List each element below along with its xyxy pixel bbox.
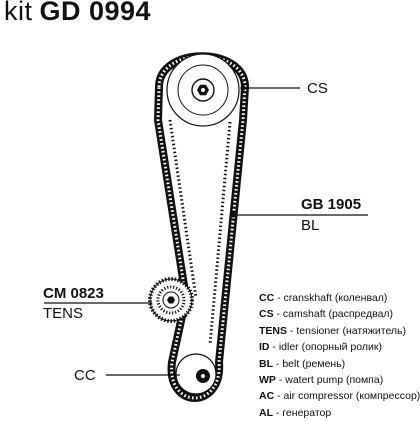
legend: CC - cranskhaft (коленвал) CS - camshaft… bbox=[259, 290, 420, 421]
legend-abbr: WP bbox=[259, 374, 276, 387]
legend-row: ID - idler (опорный ролик) bbox=[259, 339, 420, 355]
title-kit: kit bbox=[4, 0, 33, 26]
legend-abbr: CC bbox=[259, 292, 275, 304]
legend-desc: - cranskhaft (коленвал) bbox=[274, 292, 388, 304]
legend-abbr: ID bbox=[259, 341, 270, 354]
legend-row: AC - air compressor (компрессор) bbox=[259, 388, 420, 404]
legend-desc: - tensioner (натяжитель) bbox=[287, 324, 407, 337]
legend-row: TENS - tensioner (натяжитель) bbox=[259, 323, 420, 339]
legend-row: AL - генератор bbox=[259, 405, 420, 421]
leader-lines bbox=[44, 85, 368, 376]
crankshaft-callout: CC bbox=[74, 367, 96, 384]
camshaft-callout: CS bbox=[307, 80, 328, 97]
legend-abbr: CS bbox=[259, 308, 274, 321]
legend-abbr: TENS bbox=[259, 324, 288, 337]
legend-desc: - idler (опорный ролик) bbox=[269, 341, 382, 354]
tensioner-type-callout: TENS bbox=[43, 305, 84, 322]
legend-row: CC - cranskhaft (коленвал) bbox=[259, 290, 420, 306]
legend-row: BL - belt (ремень) bbox=[259, 356, 420, 372]
legend-row: CS - camshaft (распредвал) bbox=[259, 306, 420, 322]
tensioner-code-callout: CM 0823 bbox=[43, 285, 104, 302]
legend-desc: - генератор bbox=[273, 406, 332, 419]
legend-abbr: AL bbox=[259, 406, 273, 419]
title-kit-code: GD 0994 bbox=[39, 0, 152, 26]
camshaft-pulley-icon bbox=[166, 53, 240, 127]
crankshaft-pulley-icon bbox=[175, 353, 217, 395]
legend-row: WP - watert pump (помпа) bbox=[259, 372, 420, 388]
belt-code-callout: GB 1905 bbox=[301, 196, 362, 213]
legend-desc: - belt (ремень) bbox=[273, 357, 346, 370]
belt-type-callout: BL bbox=[301, 217, 320, 234]
legend-abbr: AC bbox=[259, 390, 275, 403]
legend-desc: - camshaft (распредвал) bbox=[273, 308, 394, 321]
legend-desc: - watert pump (помпа) bbox=[275, 374, 384, 387]
legend-desc: - air compressor (компрессор) bbox=[274, 390, 420, 403]
tensioner-pulley-icon bbox=[148, 277, 194, 323]
legend-abbr: BL bbox=[259, 357, 273, 370]
